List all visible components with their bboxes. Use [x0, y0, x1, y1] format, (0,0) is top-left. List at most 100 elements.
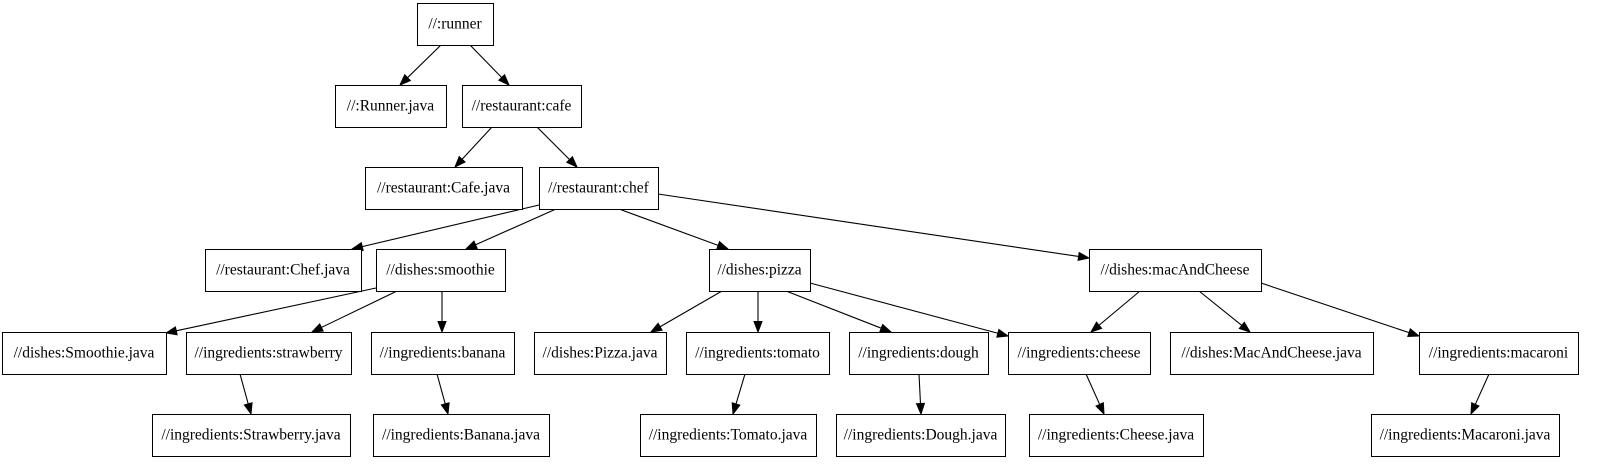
edge-line — [1474, 373, 1490, 405]
node-box[interactable] — [373, 414, 550, 457]
edge-line — [321, 290, 398, 328]
node-box[interactable] — [1419, 332, 1579, 375]
edge-line — [536, 126, 570, 160]
edge-line — [475, 208, 557, 246]
edge-dishes_macandchee-to-ing_macaroni — [1260, 282, 1421, 337]
node-box[interactable] — [462, 85, 582, 128]
node-label: //ingredients:Dough.java — [844, 427, 998, 444]
arrowhead-icon — [440, 402, 450, 416]
graph-node-tomato_java[interactable]: //ingredients:Tomato.java — [640, 414, 817, 457]
edge-line — [918, 373, 922, 404]
node-box[interactable] — [335, 85, 447, 128]
edge-line — [239, 373, 249, 405]
node-box[interactable] — [709, 249, 811, 292]
edge-line — [659, 290, 723, 328]
node-label: //ingredients:cheese — [1017, 345, 1140, 362]
node-label: //ingredients:dough — [858, 345, 979, 362]
graph-node-ing_tomato[interactable]: //ingredients:tomato — [686, 332, 830, 375]
arrowhead-icon — [1407, 328, 1421, 337]
node-label: //ingredients:Strawberry.java — [161, 427, 340, 444]
node-box[interactable] — [152, 414, 351, 457]
edge-line — [618, 208, 719, 246]
edge-dishes_pizza-to-ing_cheese — [809, 282, 1010, 338]
graph-node-runner[interactable]: //:runner — [417, 3, 494, 46]
edge-restaurant_chef-to-dishes_smoothie — [464, 208, 557, 250]
node-label: //ingredients:Tomato.java — [649, 427, 808, 444]
edge-line — [1085, 373, 1101, 405]
graph-node-cafe_java[interactable]: //restaurant:Cafe.java — [365, 167, 523, 210]
node-box[interactable] — [365, 167, 523, 210]
node-box[interactable] — [836, 414, 1006, 457]
graph-node-pizza_java[interactable]: //dishes:Pizza.java — [534, 332, 667, 375]
graph-node-ing_banana[interactable]: //ingredients:banana — [371, 332, 515, 375]
node-label: //dishes:macAndCheese — [1101, 262, 1250, 279]
edge-dishes_pizza-to-ing_tomato — [753, 291, 763, 334]
graph-node-cheese_java[interactable]: //ingredients:Cheese.java — [1029, 414, 1204, 457]
graph-node-restaurant_cafe[interactable]: //restaurant:cafe — [462, 85, 582, 128]
graph-node-restaurant_chef[interactable]: //restaurant:chef — [539, 167, 659, 210]
graph-node-banana_java[interactable]: //ingredients:Banana.java — [373, 414, 550, 457]
node-box[interactable] — [1029, 414, 1204, 457]
node-label: //ingredients:Macaroni.java — [1380, 427, 1551, 444]
edge-restaurant_chef-to-chef_java — [350, 204, 540, 252]
edge-dishes_pizza-to-pizza_java — [649, 290, 723, 333]
arrowhead-icon — [1077, 251, 1091, 262]
node-box[interactable] — [686, 332, 830, 375]
arrowhead-icon — [915, 402, 926, 416]
node-box[interactable] — [1371, 414, 1560, 457]
arrowhead-icon — [1470, 402, 1480, 416]
edge-restaurant_cafe-to-cafe_java — [454, 126, 493, 169]
node-label: //ingredients:strawberry — [194, 345, 342, 362]
node-label: //restaurant:Cafe.java — [377, 180, 510, 197]
node-box[interactable] — [1008, 332, 1151, 375]
edge-line — [362, 204, 540, 248]
node-box[interactable] — [2, 332, 167, 375]
arrowhead-icon — [1238, 321, 1252, 333]
edge-line — [461, 126, 493, 160]
node-box[interactable] — [849, 332, 989, 375]
node-box[interactable] — [186, 332, 352, 375]
graph-node-dishes_pizza[interactable]: //dishes:pizza — [709, 249, 811, 292]
graph-node-dishes_macandchee[interactable]: //dishes:macAndCheese — [1089, 249, 1262, 292]
graph-node-ing_macaroni[interactable]: //ingredients:macaroni — [1419, 332, 1579, 375]
edge-line — [785, 290, 882, 329]
arrowhead-icon — [649, 322, 663, 333]
edge-ing_strawberry-to-strawberry_java — [239, 373, 253, 416]
node-box[interactable] — [417, 3, 494, 46]
edge-restaurant_cafe-to-restaurant_chef — [536, 126, 578, 168]
node-label: //dishes:Pizza.java — [543, 345, 658, 362]
edges-layer — [164, 44, 1490, 416]
edge-ing_macaroni-to-macaroni_java — [1470, 373, 1490, 416]
graph-node-ing_dough[interactable]: //ingredients:dough — [849, 332, 989, 375]
node-box[interactable] — [1170, 332, 1374, 375]
edge-dishes_smoothie-to-ing_banana — [437, 291, 447, 334]
node-box[interactable] — [539, 167, 659, 210]
graph-node-ing_strawberry[interactable]: //ingredients:strawberry — [186, 332, 352, 375]
graph-node-runner_java[interactable]: //:Runner.java — [335, 85, 447, 128]
edge-line — [469, 44, 503, 78]
edge-restaurant_chef-to-dishes_pizza — [618, 208, 730, 250]
edge-line — [176, 287, 377, 332]
node-box[interactable] — [371, 332, 515, 375]
graph-node-chef_java[interactable]: //restaurant:Chef.java — [205, 249, 362, 292]
arrowhead-icon — [243, 402, 253, 416]
graph-node-smoothie_java[interactable]: //dishes:Smoothie.java — [2, 332, 167, 375]
node-box[interactable] — [1089, 249, 1262, 292]
node-box[interactable] — [376, 249, 506, 292]
node-box[interactable] — [205, 249, 362, 292]
graph-node-strawberry_java[interactable]: //ingredients:Strawberry.java — [152, 414, 351, 457]
edge-dishes_pizza-to-ing_dough — [785, 290, 893, 333]
node-box[interactable] — [640, 414, 817, 457]
graph-node-ing_cheese[interactable]: //ingredients:cheese — [1008, 332, 1151, 375]
graph-node-macandcheese_java[interactable]: //dishes:MacAndCheese.java — [1170, 332, 1374, 375]
node-label: //restaurant:chef — [548, 180, 650, 197]
arrowhead-icon — [1095, 402, 1105, 416]
node-box[interactable] — [534, 332, 667, 375]
arrowhead-icon — [1089, 321, 1103, 333]
graph-node-dishes_smoothie[interactable]: //dishes:smoothie — [376, 249, 506, 292]
graph-node-macaroni_java[interactable]: //ingredients:Macaroni.java — [1371, 414, 1560, 457]
graph-node-dough_java[interactable]: //ingredients:Dough.java — [836, 414, 1006, 457]
edge-line — [1260, 282, 1410, 334]
